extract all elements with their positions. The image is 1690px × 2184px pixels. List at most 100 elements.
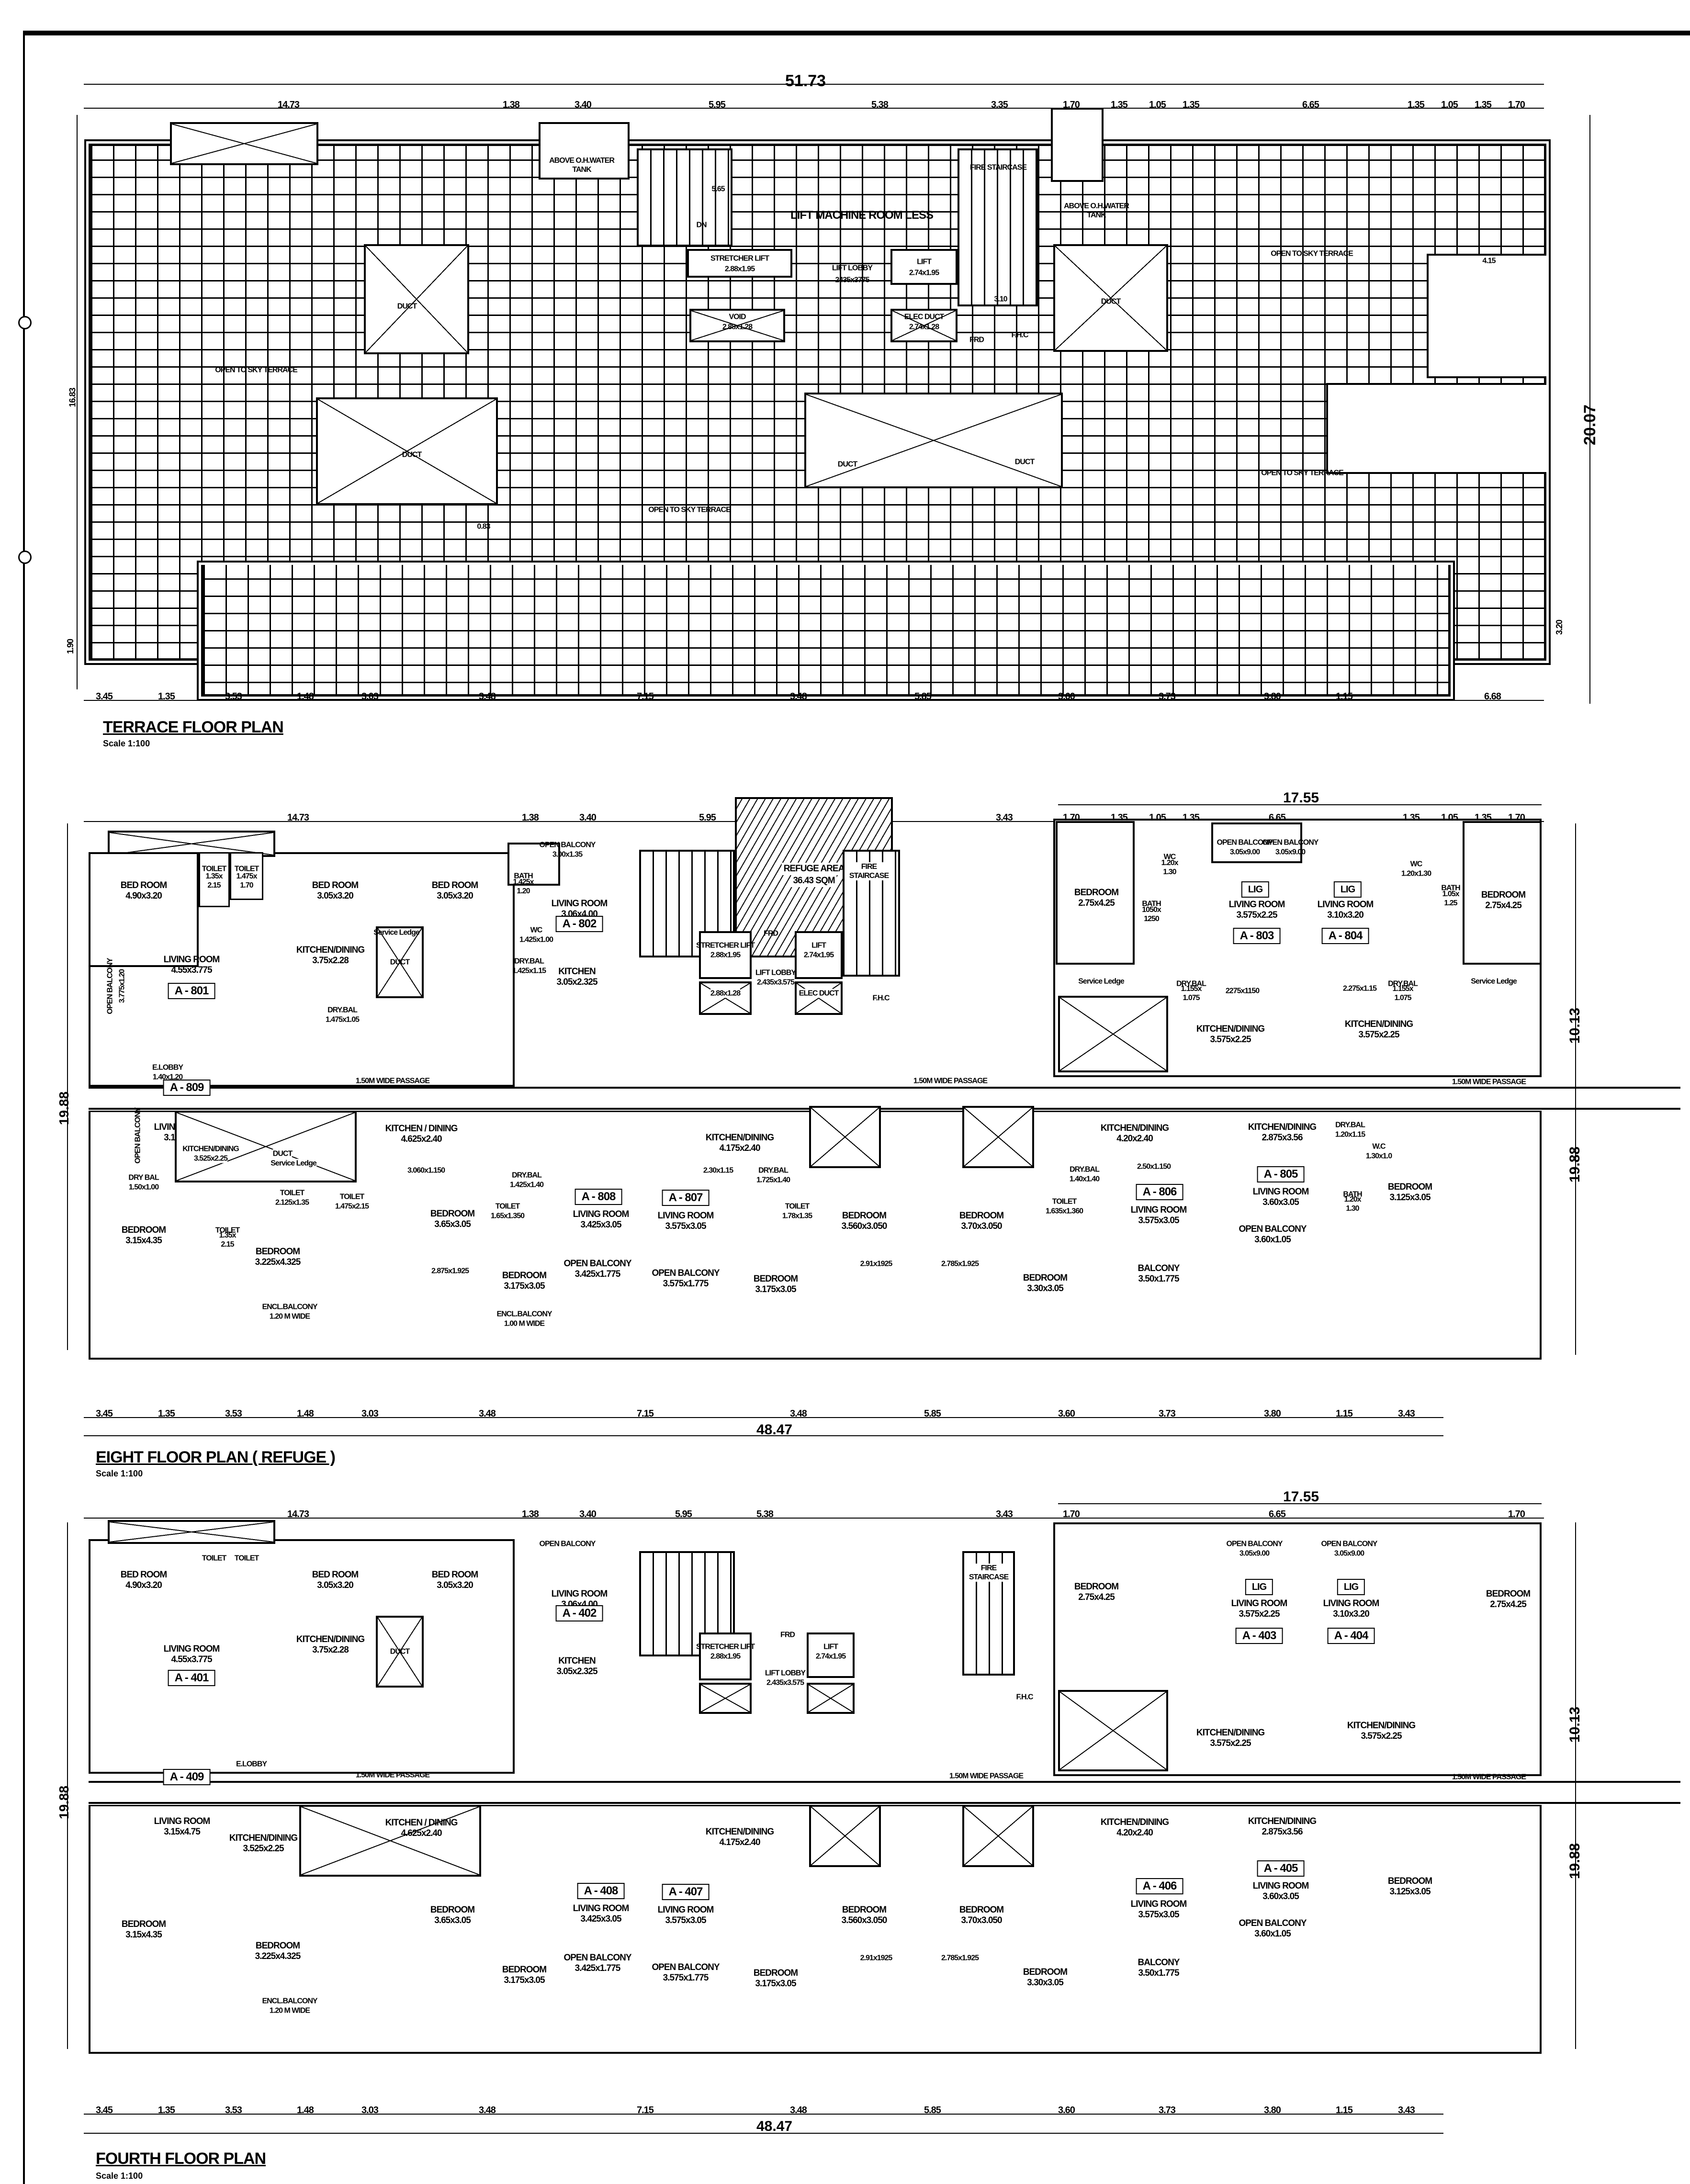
room-name: TOILET bbox=[234, 865, 259, 873]
room-size: 3.575x2.25 bbox=[1358, 1030, 1399, 1040]
room-name: BEDROOM bbox=[255, 1941, 300, 1951]
dim: 3.45 bbox=[96, 2105, 113, 2116]
room-size: 3.225x4.325 bbox=[255, 1951, 301, 1961]
segment-dimension-line bbox=[84, 108, 1544, 109]
room-size: 3.05x2.325 bbox=[556, 977, 597, 987]
room-size: 3.575x2.25 bbox=[1210, 1035, 1251, 1045]
room-size: 2.75x4.25 bbox=[1078, 898, 1115, 908]
stretcher-lift-size: 2.88x1.95 bbox=[724, 265, 755, 273]
room-name: KITCHEN bbox=[558, 1656, 596, 1666]
passage-label: 1.50M WIDE PASSAGE bbox=[355, 1077, 430, 1085]
elec-duct-label: ELEC DUCT bbox=[799, 989, 839, 998]
room-name: KITCHEN/DINING bbox=[296, 1634, 365, 1644]
dim: 3.48 bbox=[479, 2105, 496, 2116]
room-size: 4.90x3.20 bbox=[125, 1580, 162, 1590]
room-name: WC bbox=[530, 926, 543, 934]
room-size: 3.575x2.25 bbox=[1210, 1738, 1251, 1748]
dim: 7.15 bbox=[637, 691, 654, 702]
room-size: 2.75x4.25 bbox=[1485, 901, 1522, 911]
unit-id-badge: A - 809 bbox=[163, 1080, 211, 1096]
room-size: 3.060x1.150 bbox=[407, 1166, 445, 1175]
room-size: 2.91x1925 bbox=[860, 1260, 893, 1268]
dim: 1.70 bbox=[1063, 1509, 1080, 1520]
dim-line bbox=[1058, 804, 1542, 805]
dim: 1.70 bbox=[1063, 100, 1080, 110]
room-size: 3.50x1.775 bbox=[1138, 1968, 1179, 1978]
dim: 6.65 bbox=[1302, 100, 1319, 110]
unit-id-badge: A - 405 bbox=[1257, 1860, 1305, 1877]
room-name: ENCL.BALCONY bbox=[496, 1310, 552, 1318]
e-lobby-label: E.LOBBY bbox=[152, 1063, 183, 1072]
dim: 3.03 bbox=[361, 2105, 379, 2116]
service-ledge-label: Service Ledge bbox=[270, 1159, 317, 1168]
room-size: 1.425x1.15 bbox=[512, 967, 546, 975]
sheet-border bbox=[23, 31, 1690, 2184]
room-size: 3.60x1.05 bbox=[1254, 1235, 1291, 1245]
room-size: 1.20 M WIDE bbox=[269, 1312, 310, 1321]
room-name: DRY.BAL bbox=[514, 957, 544, 966]
room-size: 3.560x3.050 bbox=[841, 1221, 888, 1231]
right-width: 17.55 bbox=[1283, 790, 1319, 806]
duct bbox=[962, 1805, 1034, 1867]
overall-dimension-line bbox=[84, 84, 1544, 85]
room-size: 3.30x3.05 bbox=[1027, 1283, 1064, 1294]
room-name: KITCHEN/DINING bbox=[1196, 1024, 1265, 1034]
duct bbox=[376, 1616, 424, 1688]
lift-size: 2.74x1.95 bbox=[815, 1652, 846, 1661]
room-size: 1.20x1.15 bbox=[1335, 1130, 1365, 1139]
room-name: LIVING ROOM bbox=[551, 899, 608, 909]
dim: 6.65 bbox=[1269, 1509, 1286, 1520]
room-name: BEDROOM bbox=[959, 1211, 1004, 1221]
room-name: KITCHEN/DINING bbox=[296, 945, 365, 955]
room-size: 3.60x3.05 bbox=[1262, 1197, 1299, 1207]
height-line bbox=[1575, 823, 1576, 1355]
room-size: 2.875x1.925 bbox=[431, 1267, 469, 1275]
room-name: BED ROOM bbox=[120, 880, 167, 890]
overall-width: 48.47 bbox=[756, 2118, 793, 2134]
room-size: 1.65x1.350 bbox=[490, 1212, 525, 1220]
room-name: OPEN BALCONY bbox=[1239, 1918, 1307, 1928]
room-size: 3.05x9.00 bbox=[1334, 1549, 1364, 1558]
stretcher-lift-label: STRETCHER LIFT bbox=[710, 254, 769, 263]
duct bbox=[809, 1106, 881, 1168]
lig-badge: LIG bbox=[1333, 881, 1362, 898]
lift bbox=[890, 249, 958, 285]
duct-label: DUCT bbox=[272, 1149, 293, 1159]
room-name: DRY.BAL bbox=[512, 1171, 542, 1180]
room-name: KITCHEN/DINING bbox=[229, 1833, 298, 1844]
room-size: 3.05x9.00 bbox=[1275, 848, 1306, 856]
room-name: TOILET bbox=[785, 1202, 810, 1211]
room-name: OPEN BALCONY bbox=[1262, 838, 1319, 847]
dim: 3.60 bbox=[1058, 691, 1075, 702]
duct bbox=[1058, 996, 1168, 1072]
room-name: OPEN BALCONY bbox=[652, 1962, 720, 1972]
room-size: 2.75x4.25 bbox=[1490, 1599, 1527, 1610]
terrace-cutout bbox=[1326, 383, 1546, 474]
dim: 1.15 bbox=[1336, 691, 1353, 702]
dim: 1.70 bbox=[1508, 100, 1525, 110]
room-size: 3.175x3.05 bbox=[504, 1281, 545, 1291]
dim: 3.40 bbox=[579, 1509, 597, 1520]
terrace-cutout bbox=[1427, 254, 1546, 378]
dim: 3.40 bbox=[575, 100, 592, 110]
room-size: 1.00 M WIDE bbox=[504, 1319, 545, 1328]
dim: 5.38 bbox=[871, 100, 889, 110]
unit-id-badge: A - 801 bbox=[168, 983, 215, 999]
unit-id-badge: A - 805 bbox=[1257, 1166, 1305, 1182]
upper-height: 10.13 bbox=[1567, 1706, 1583, 1743]
room-name: BED ROOM bbox=[312, 880, 359, 890]
room-size: 3.10x3.20 bbox=[1327, 910, 1364, 920]
binding-hole bbox=[18, 316, 32, 329]
void bbox=[699, 1683, 752, 1714]
room-size: 2.75x4.25 bbox=[1078, 1592, 1115, 1602]
room-size: 1.475x2.15 bbox=[335, 1202, 369, 1211]
stretcher-lift-label: STRETCHER LIFT bbox=[696, 1643, 755, 1651]
duct-label: DUCT bbox=[390, 958, 410, 967]
fhc-label: F.H.C bbox=[1011, 331, 1029, 339]
room-size: 1.40x1.40 bbox=[1069, 1175, 1100, 1183]
dim: 3.43 bbox=[996, 1509, 1013, 1520]
overall-width: 48.47 bbox=[756, 1422, 793, 1438]
water-tank bbox=[1051, 108, 1104, 182]
dim: 3.48 bbox=[790, 1408, 807, 1419]
lift-lobby-size: 2435x3775 bbox=[835, 276, 869, 284]
